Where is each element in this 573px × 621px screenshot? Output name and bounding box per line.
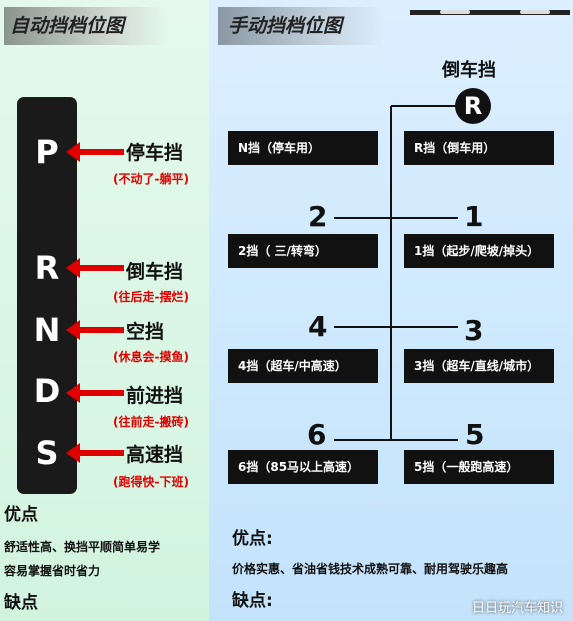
gear-number-2: 2 [308,200,328,233]
arrow-d-icon [66,383,124,403]
reverse-label: 倒车挡 [442,60,496,81]
gear-note-s: (跑得快-下班) [113,475,189,489]
box-gear-1: 1挡（起步/爬坡/掉头） [404,234,554,268]
automatic-title: 自动挡档位图 [4,7,167,45]
gear-letter-d: D [33,372,61,410]
box-gear-4: 4挡（超车/中高速） [228,349,378,383]
gear-number-1: 1 [464,200,484,233]
reverse-circle: R [455,88,491,124]
gear-letter-s: S [35,434,59,472]
gear-number-4: 4 [308,310,328,343]
gear-note-d: (往前走-搬砖) [113,415,189,429]
box-gear-3: 3挡（超车/直线/城市） [404,349,554,383]
box-n: N挡（停车用） [228,131,378,165]
arrow-p-icon [66,142,124,162]
box-gear-6: 6挡（85马以上高速） [228,450,378,484]
manual-pros-line: 价格实惠、省油省钱技术成熟可靠、耐用驾驶乐趣高 [232,562,509,576]
automatic-cons-heading: 缺点 [4,593,38,613]
arrow-s-icon [66,443,124,463]
gear-selector-bar [17,97,77,494]
gear-number-5: 5 [465,418,485,451]
gear-name-p: 停车挡 [126,142,184,164]
gear-letter-n: N [33,311,61,349]
manual-pros-heading: 优点: [232,529,273,549]
top-edge-decoration [410,0,570,15]
gear-letter-r: R [34,249,60,287]
gear-note-p: (不动了-躺平) [113,172,189,186]
gear-name-n: 空挡 [126,321,165,343]
gear-name-d: 前进挡 [126,385,184,407]
gear-letter-p: P [35,133,59,171]
automatic-pros-line-1: 舒适性高、换挡平顺简单易学 [4,540,161,554]
automatic-pros-heading: 优点 [4,505,38,525]
gear-number-6: 6 [307,418,327,451]
arrow-n-icon [66,320,124,340]
manual-cons-heading: 缺点: [232,591,273,611]
gear-number-3: 3 [464,314,484,347]
gear-note-n: (休息会-摸鱼) [113,350,189,364]
manual-title: 手动挡档位图 [218,7,384,45]
gear-note-r: (往后走-摆烂) [113,290,189,304]
box-r: R挡（倒车用） [404,131,554,165]
box-gear-5: 5挡（一般跑高速） [404,450,554,484]
watermark: 日日玩汽车知识 [472,601,564,616]
gear-name-s: 高速挡 [126,444,184,466]
arrow-r-icon [66,258,124,278]
box-gear-2: 2挡（ 三/转弯） [228,234,378,268]
automatic-pros-line-2: 容易掌握省时省力 [4,564,101,578]
gear-name-r: 倒车挡 [126,261,184,283]
